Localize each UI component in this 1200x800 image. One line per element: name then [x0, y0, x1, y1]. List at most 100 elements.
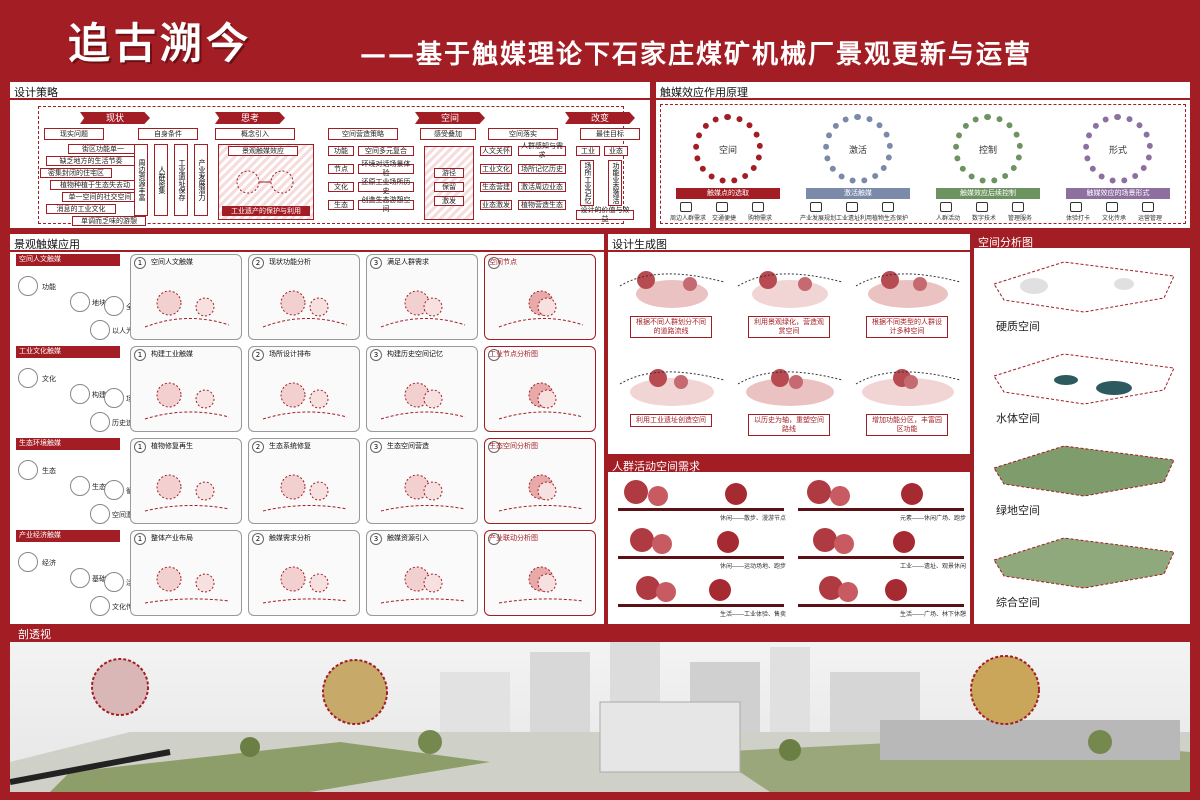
application-cell-title: 触媒资源引入: [387, 535, 429, 542]
catalyst-unit: 形式 触媒效应的场景形式 体验打卡 文化传承 运营管理: [1056, 108, 1180, 222]
crowd-scene: 生活——工业体验、售卖: [616, 572, 786, 618]
problem-line: 消息的工业文化: [46, 204, 116, 214]
application-tag: 历史追溯: [112, 420, 140, 427]
crowd-scene: 生活——广场、林下休憩: [796, 572, 966, 618]
strategy-pair-key: 功能: [328, 146, 354, 156]
catalyst-center-label: 空间: [718, 145, 737, 156]
cell-number: [488, 257, 500, 269]
application-tag-icon: [70, 384, 90, 404]
spatial-layer: 水体空间: [974, 346, 1190, 436]
generation-scene: 增加功能分区，丰富园区功能: [852, 354, 964, 448]
condition-col: 周边资源丰富: [134, 144, 148, 216]
application-tag-icon: [18, 368, 38, 388]
application-row-head: 空间人文触媒: [16, 254, 120, 266]
strategy-head-7: 最佳目标: [580, 128, 640, 140]
section-panel: [10, 642, 1190, 792]
application-cell-title: 产业联动分析图: [489, 535, 538, 542]
application-cell-title: 整体产业布局: [151, 535, 193, 542]
application-cell: 2 生态系统修复: [248, 438, 360, 524]
strategy-pair-key: 生态: [328, 200, 354, 210]
application-row: 生态环境触媒 生态 生态优化 循环构建 空间激发 1 植物修复再生: [10, 438, 604, 528]
application-cell-title: 空间人文触媒: [151, 259, 193, 266]
catalyst-bar: 触媒效应的场景形式: [1066, 188, 1170, 199]
application-cell: 3 生态空间营造: [366, 438, 478, 524]
crowd-illustration: [618, 576, 784, 607]
catalyst-panel: 触媒效应作用原理 空间 触媒点的选取 周边人群需求 交通便捷 购物需求 激活 激…: [656, 82, 1190, 228]
generation-illustration: [619, 369, 725, 406]
application-tag: 以人为本: [112, 328, 140, 335]
cell-diagram: [257, 549, 353, 611]
catalyst-ring: 形式: [1083, 114, 1153, 184]
generation-scene: 根据不同人群划分不同的道路流线: [616, 256, 728, 350]
application-cell-title: 触媒需求分析: [269, 535, 311, 542]
goal-line: 工业: [576, 146, 600, 156]
application-cell-title: 场所设计排布: [269, 351, 311, 358]
cell-number: 1: [134, 533, 146, 545]
implement-key: 人文关怀: [480, 146, 512, 156]
strategy-head-4: 空间营造策略: [328, 128, 398, 140]
application-cell: 2 现状功能分析: [248, 254, 360, 340]
application-tag: 空间激发: [112, 512, 140, 519]
crowd-caption: 休闲——散步、漫游节点: [719, 516, 786, 522]
catalyst-icon-label: 文化传承: [1101, 216, 1126, 222]
crowd-illustration: [618, 480, 784, 511]
concept-diagram: [232, 162, 302, 204]
generation-panel: 设计生成图 根据不同人群划分不同的道路流线 利用景观绿化，营造观赏空间: [608, 234, 970, 454]
spatial-layer-plan: [993, 353, 1175, 405]
catalyst-icon-label: 植物生态保护: [872, 216, 909, 222]
condition-col: 人群密集: [154, 144, 168, 216]
catalyst-label: 触媒效应作用原理: [660, 87, 748, 99]
generation-label: 设计生成图: [612, 239, 667, 251]
cell-number: 3: [370, 441, 382, 453]
application-cell-title: 植物修复再生: [151, 443, 193, 450]
catalyst-icon: [1012, 202, 1024, 212]
cell-diagram: [375, 273, 471, 335]
catalyst-unit: 空间 触媒点的选取 周边人群需求 交通便捷 购物需求: [666, 108, 790, 222]
strategy-pair-val: 环境对话场景体验: [358, 161, 414, 177]
catalyst-icon: [1106, 202, 1118, 212]
feeling-line: 激发: [434, 196, 464, 206]
goal-line: 业态: [604, 146, 628, 156]
crowd-illustration: [798, 528, 964, 559]
section-perspective-illustration: [10, 642, 1190, 792]
cell-diagram: [257, 273, 353, 335]
catalyst-icon-label: 数字技术: [971, 216, 996, 222]
implement-key: 生态营建: [480, 182, 512, 192]
application-row-head: 工业文化触媒: [16, 346, 120, 358]
application-cell: 1 构建工业触媒: [130, 346, 242, 432]
crowd-caption: 元素——休闲广场、跑步: [899, 516, 966, 522]
catalyst-icon-label: 管理服务: [1007, 216, 1032, 222]
application-tag: 功能: [42, 284, 56, 291]
cell-number: 2: [252, 533, 264, 545]
generation-caption: 增加功能分区，丰富园区功能: [866, 414, 948, 436]
stage-tab-1: 现状: [80, 112, 150, 124]
application-cell: 工业节点分析图: [484, 346, 596, 432]
generation-caption: 根据不同人群划分不同的道路流线: [630, 316, 712, 338]
feeling-line: 游径: [434, 168, 464, 178]
crowd-caption: 生活——广场、林下休憩: [899, 612, 966, 618]
sub-title: ——基于触媒理论下石家庄煤矿机械厂景观更新与运营: [360, 40, 1033, 70]
application-tag-icon: [70, 476, 90, 496]
crowd-caption: 工业——遗址、观景休闲: [899, 564, 966, 570]
cell-diagram: [257, 457, 353, 519]
problem-line: 缺乏地方的生活节奏: [46, 156, 136, 166]
application-cell: 空间节点: [484, 254, 596, 340]
generation-caption: 利用工业遗址创造空间: [630, 414, 712, 427]
catalyst-icon-label: 购物需求: [747, 216, 772, 222]
application-cell: 生态空间分析图: [484, 438, 596, 524]
application-cell: 1 整体产业布局: [130, 530, 242, 616]
application-tag-icon: [90, 320, 110, 340]
application-cell-title: 空间节点: [489, 259, 517, 266]
generation-illustration: [737, 271, 843, 308]
application-cell: 3 构建历史空间记忆: [366, 346, 478, 432]
generation-scene: 以历史为轴，重塑空间路线: [734, 354, 846, 448]
problem-line: 植物种植于生态失去动: [50, 180, 140, 190]
goal-vertical: 功能业态激活: [608, 160, 622, 206]
strategy-head-1: 现实问题: [44, 128, 104, 140]
application-cell: 2 场所设计排布: [248, 346, 360, 432]
catalyst-unit: 激活 激活触媒 产业发展规划 工业遗址利用 植物生态保护: [796, 108, 920, 222]
strategy-pair-val: 还原工业场所历史: [358, 179, 414, 195]
cell-number: 1: [134, 441, 146, 453]
section-label: 剖透视: [18, 629, 51, 641]
catalyst-ring: 控制: [953, 114, 1023, 184]
